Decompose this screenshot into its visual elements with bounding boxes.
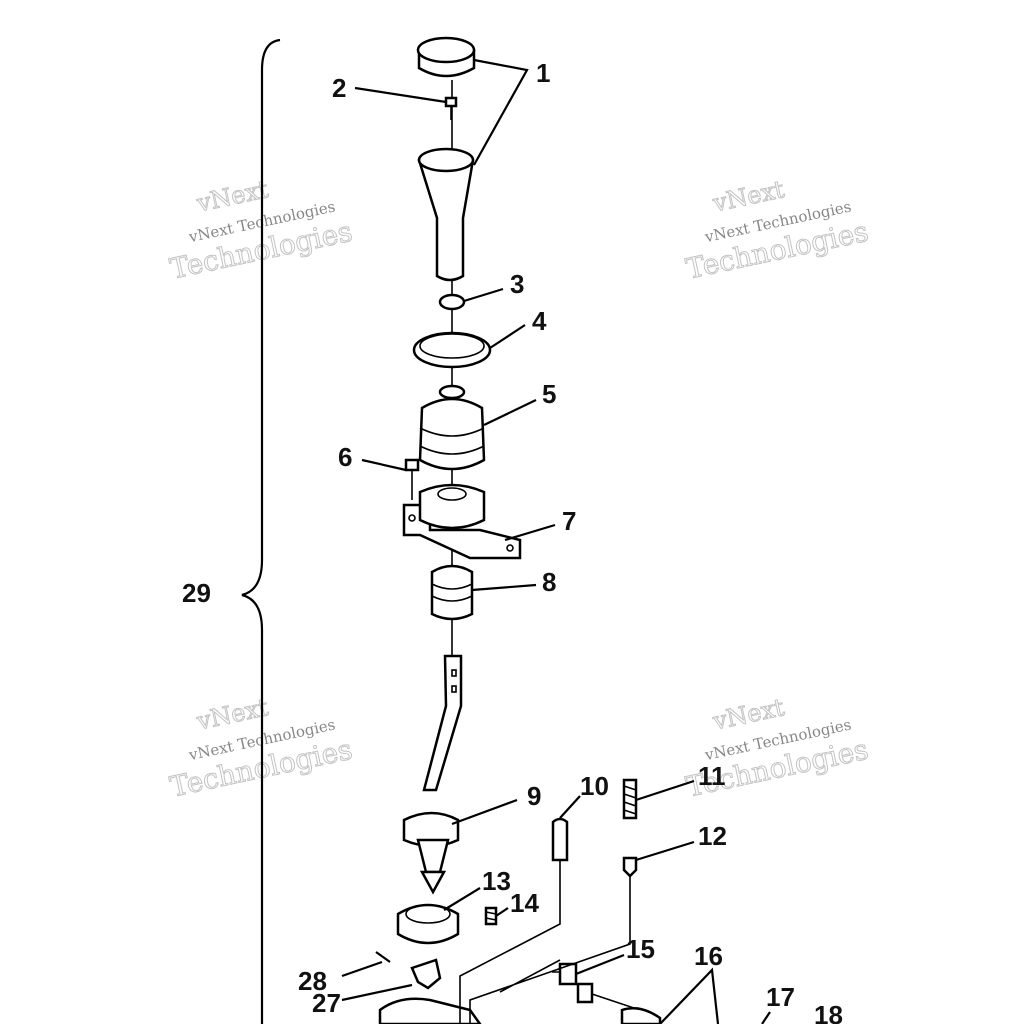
- screw-6: [404, 458, 420, 500]
- collar-13: [396, 903, 460, 945]
- spring-11: [622, 778, 638, 820]
- callout-6: 6: [338, 442, 352, 472]
- callout-13: 13: [482, 866, 511, 896]
- watermark-top-left: vNext vNext Technologies Technologies: [167, 175, 356, 286]
- spring-14: [484, 906, 498, 926]
- callout-29: 29: [182, 578, 211, 608]
- pin-28: [375, 951, 391, 963]
- leader-lines: [341, 58, 771, 1024]
- callout-15: 15: [626, 934, 655, 964]
- callout-7: 7: [562, 506, 576, 536]
- watermark-line1: vNext: [710, 693, 788, 736]
- watermark-line1: vNext: [710, 175, 788, 218]
- callout-10: 10: [580, 771, 609, 801]
- base-plate: [378, 997, 482, 1024]
- small-ring: [438, 293, 466, 311]
- large-ring: [412, 331, 492, 369]
- screw-2: [444, 96, 458, 120]
- callout-5: 5: [542, 379, 556, 409]
- knob-cap: [416, 36, 476, 78]
- watermark-line1: vNext: [194, 175, 272, 218]
- shifter-housing: [402, 483, 522, 560]
- callout-27: 27: [312, 988, 341, 1018]
- detent-lever-27: [410, 958, 442, 990]
- watermark-top-right: vNext vNext Technologies Technologies: [683, 175, 872, 286]
- bellows: [430, 564, 474, 621]
- knob-body: [417, 147, 475, 282]
- callout-1: 1: [536, 58, 550, 88]
- callout-14: 14: [510, 888, 539, 918]
- plunger-12: [622, 856, 638, 878]
- switch-15: [552, 962, 641, 1011]
- assembly-brace: [241, 38, 281, 1024]
- callout-28: 28: [298, 966, 327, 996]
- connector-16: [620, 1007, 662, 1024]
- callout-2: 2: [332, 73, 346, 103]
- callout-4: 4: [532, 306, 547, 336]
- wire-harness: [459, 860, 631, 1024]
- callout-18: 18: [814, 1000, 843, 1024]
- callout-17: 17: [766, 982, 795, 1012]
- callout-3: 3: [510, 269, 524, 299]
- watermark-line1: vNext: [194, 693, 272, 736]
- pin-10: [551, 817, 569, 862]
- callout-12: 12: [698, 821, 727, 851]
- watermark-bottom-left: vNext vNext Technologies Technologies: [167, 693, 356, 804]
- callout-11: 11: [698, 761, 726, 791]
- callout-9: 9: [527, 781, 541, 811]
- callout-8: 8: [542, 567, 556, 597]
- callout-16: 16: [694, 941, 723, 971]
- shift-lever: [402, 654, 463, 895]
- rubber-boot: [418, 384, 486, 471]
